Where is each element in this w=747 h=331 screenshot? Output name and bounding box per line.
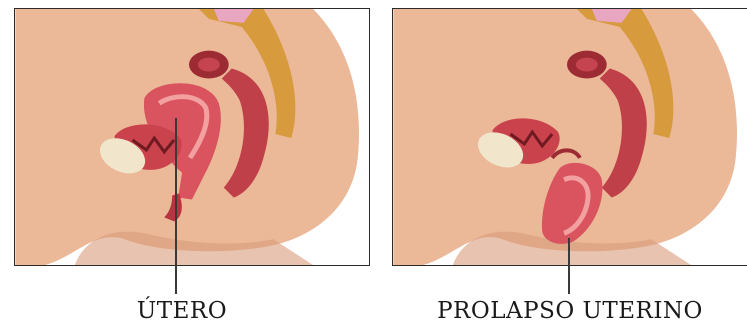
normal-anatomy-illustration: [15, 9, 369, 265]
left-leader-line: [175, 118, 177, 294]
normal-anatomy-panel: [14, 8, 370, 266]
uterus-caption: ÚTERO: [92, 296, 272, 326]
prolapse-anatomy-illustration: [393, 9, 747, 265]
right-leader-line: [568, 238, 570, 294]
prolapse-anatomy-panel: [392, 8, 747, 266]
prolapse-caption: PROLAPSO UTERINO: [405, 296, 735, 326]
